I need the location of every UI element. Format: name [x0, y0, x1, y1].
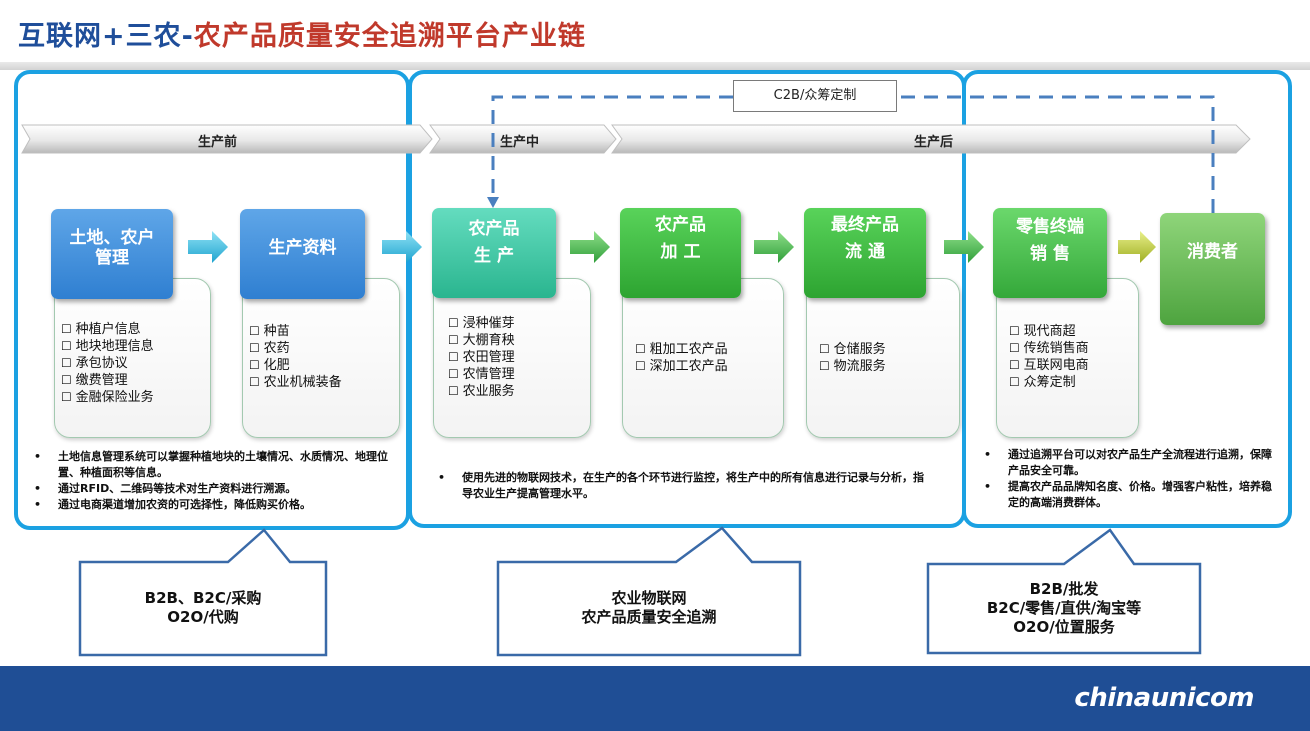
phase-label-after: 生产后	[914, 135, 954, 150]
step-2-line-1: 生产资料	[268, 238, 337, 258]
step-7-pill: 消费者	[1160, 213, 1265, 325]
section-post-production	[962, 70, 1292, 528]
list-item: 互联网电商	[1009, 357, 1089, 374]
step-7-line-1: 消费者	[1187, 242, 1238, 262]
step-6-card: 现代商超 传统销售商 互联网电商 众筹定制	[996, 278, 1139, 438]
list-item: 深加工农产品	[635, 358, 728, 375]
list-item: 农田管理	[448, 349, 515, 366]
phase-chevron-during	[429, 124, 617, 154]
callout-right-line-1: B2B/批发	[1029, 580, 1099, 598]
list-item: 现代商超	[1009, 323, 1089, 340]
notes-left: 土地信息管理系统可以掌握种植地块的土壤情况、水质情况、地理位置、种植面积等信息。…	[20, 449, 400, 513]
phase-label-during: 生产中	[500, 135, 540, 150]
list-item: 农业机械装备	[249, 374, 342, 391]
callout-middle-line-2: 农产品质量安全追溯	[581, 608, 717, 626]
arrow-6	[1118, 231, 1156, 263]
step-1-card: 种植户信息 地块地理信息 承包协议 缴费管理 金融保险业务	[54, 278, 211, 438]
notes-right: 通过追溯平台可以对农产品生产全流程进行追溯，保障产品安全可靠。 提高农产品品牌知…	[970, 447, 1280, 511]
phase-chevron-before	[21, 124, 433, 154]
step-6-line-2: 销 售	[1030, 244, 1070, 264]
list-item: 种植户信息	[61, 321, 154, 338]
note-middle-1: 使用先进的物联网技术，在生产的各个环节进行监控，将生产中的所有信息进行记录与分析…	[424, 470, 924, 502]
list-item: 农业服务	[448, 383, 515, 400]
callout-left-line-1: B2B、B2C/采购	[144, 589, 262, 607]
step-3-line-1: 农产品	[468, 219, 520, 239]
step-6-line-1: 零售终端	[1016, 217, 1084, 237]
note-left-2: 通过RFID、二维码等技术对生产资料进行溯源。	[20, 481, 400, 497]
callout-bubble-left	[78, 528, 328, 657]
arrow-3	[570, 231, 610, 263]
list-item: 承包协议	[61, 355, 154, 372]
step-3-card: 浸种催芽 大棚育秧 农田管理 农情管理 农业服务	[433, 278, 591, 438]
title-part-2: 农产品质量安全追溯平台产业链	[193, 21, 586, 52]
list-item: 农药	[249, 340, 342, 357]
step-5-line-2: 流 通	[845, 242, 885, 262]
callout-right-text: B2B/批发 B2C/零售/直供/淘宝等 O2O/位置服务	[928, 580, 1200, 637]
callout-middle-text: 农业物联网 农产品质量安全追溯	[498, 589, 800, 627]
callout-right-line-3: O2O/位置服务	[1013, 618, 1115, 636]
list-item: 大棚育秧	[448, 332, 515, 349]
list-item: 地块地理信息	[61, 338, 154, 355]
step-4-pill: 农产品 加 工	[620, 208, 741, 298]
note-right-1: 通过追溯平台可以对农产品生产全流程进行追溯，保障产品安全可靠。	[970, 447, 1280, 479]
step-5-pill: 最终产品 流 通	[804, 208, 926, 298]
step-3-pill: 农产品 生 产	[432, 208, 556, 298]
step-1-line-2: 管理	[95, 248, 129, 268]
c2b-label-box: C2B/众筹定制	[733, 80, 897, 112]
callout-middle-line-1: 农业物联网	[611, 589, 687, 607]
step-4-line-1: 农产品	[655, 215, 706, 235]
list-item: 物流服务	[819, 358, 886, 375]
phase-label-before: 生产前	[198, 135, 238, 150]
arrow-1	[188, 231, 228, 263]
list-item: 农情管理	[448, 366, 515, 383]
step-5-card: 仓储服务 物流服务	[806, 278, 960, 438]
callout-right-line-2: B2C/零售/直供/淘宝等	[986, 599, 1142, 617]
step-2-pill: 生产资料	[240, 209, 365, 299]
note-left-3: 通过电商渠道增加农资的可选择性，降低购买价格。	[20, 497, 400, 513]
step-3-line-2: 生 产	[474, 246, 514, 266]
callout-bubble-right	[926, 528, 1202, 655]
list-item: 金融保险业务	[61, 389, 154, 406]
c2b-arrowhead	[487, 197, 499, 208]
step-4-line-2: 加 工	[660, 242, 701, 262]
c2b-dashed-path	[491, 95, 1215, 213]
footer-bar	[0, 666, 1310, 731]
page-title: 互联网+三农-农产品质量安全追溯平台产业链	[18, 14, 586, 53]
title-part-1: 互联网+三农-	[18, 21, 194, 52]
list-item: 众筹定制	[1009, 374, 1089, 391]
step-5-line-1: 最终产品	[831, 215, 899, 235]
note-left-1: 土地信息管理系统可以掌握种植地块的土壤情况、水质情况、地理位置、种植面积等信息。	[20, 449, 400, 481]
title-divider	[0, 62, 1310, 70]
phase-chevron-after	[611, 124, 1251, 154]
list-item: 种苗	[249, 323, 342, 340]
arrow-5	[944, 231, 984, 263]
arrow-4	[754, 231, 794, 263]
list-item: 化肥	[249, 357, 342, 374]
step-2-card: 种苗 农药 化肥 农业机械装备	[242, 278, 400, 438]
note-right-2: 提高农产品品牌知名度、价格。增强客户粘性，培养稳定的高端消费群体。	[970, 479, 1280, 511]
list-item: 传统销售商	[1009, 340, 1089, 357]
list-item: 浸种催芽	[448, 315, 515, 332]
callout-left-line-2: O2O/代购	[167, 608, 239, 626]
list-item: 仓储服务	[819, 341, 886, 358]
step-4-card: 粗加工农产品 深加工农产品	[622, 278, 784, 438]
notes-middle: 使用先进的物联网技术，在生产的各个环节进行监控，将生产中的所有信息进行记录与分析…	[424, 470, 924, 502]
step-1-line-1: 土地、农户	[69, 228, 155, 248]
list-item: 粗加工农产品	[635, 341, 728, 358]
arrow-2	[382, 231, 422, 263]
step-1-pill: 土地、农户 管理	[51, 209, 173, 299]
list-item: 缴费管理	[61, 372, 154, 389]
brand-logo: chinaunicom	[1074, 683, 1254, 713]
step-6-pill: 零售终端 销 售	[993, 208, 1107, 298]
callout-bubble-middle	[496, 526, 802, 657]
callout-left-text: B2B、B2C/采购 O2O/代购	[80, 589, 326, 627]
